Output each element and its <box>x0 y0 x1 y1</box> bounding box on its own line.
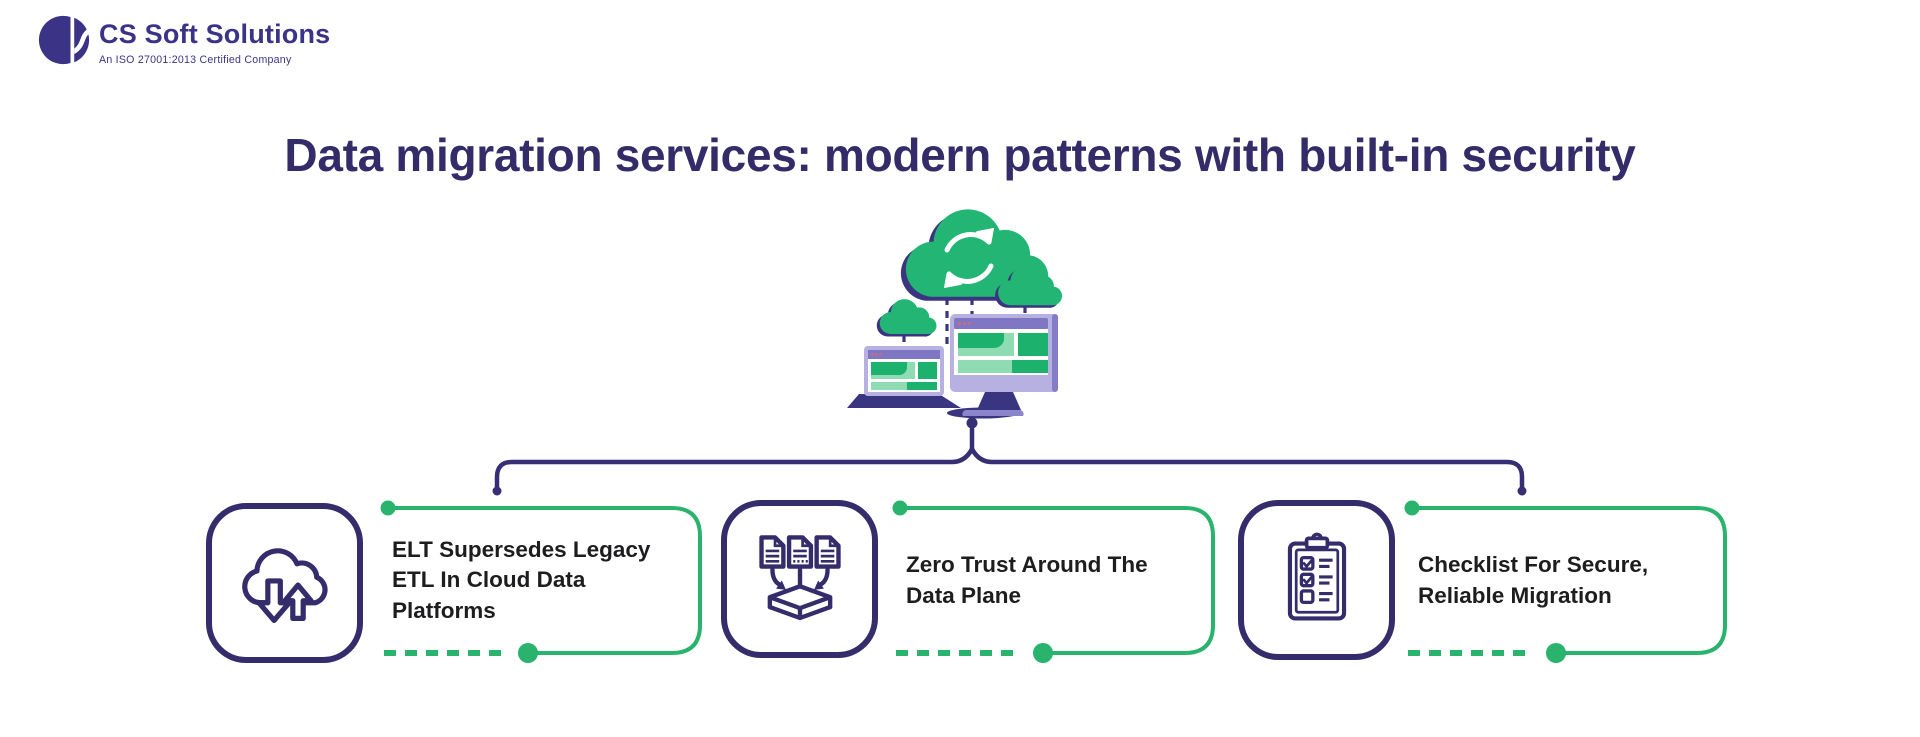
cs-logo-mark-icon <box>38 15 90 65</box>
checklist-clipboard-icon <box>1287 532 1346 621</box>
logo-text: CS Soft Solutions An ISO 27001:2013 Cert… <box>99 14 331 66</box>
cloud-upload-download-icon <box>241 548 328 624</box>
connector-right-endpoint-dot <box>1517 486 1527 496</box>
laptop-icon <box>847 346 961 408</box>
card-1-label: ELT Supersedes Legacy ETL In Cloud Data … <box>392 537 651 623</box>
card-3-icon-box <box>1238 500 1395 660</box>
card-2-label: Zero Trust Around The Data Plane <box>906 552 1148 608</box>
right-small-cloud-icon <box>998 265 1063 306</box>
card-1-icon-box <box>206 503 363 663</box>
left-small-cloud-icon <box>879 299 937 335</box>
page-title: Data migration services: modern patterns… <box>284 129 1636 181</box>
card-3-label: Checklist For Secure, Reliable Migration <box>1418 552 1649 608</box>
documents-to-platform-icon <box>758 535 841 621</box>
purple-branch-connector <box>494 426 1525 492</box>
company-tagline: An ISO 27001:2013 Certified Company <box>99 53 292 66</box>
company-name: CS Soft Solutions <box>99 19 331 49</box>
desktop-monitor-icon <box>947 314 1058 419</box>
cloud-sync-illustration <box>847 209 1063 419</box>
card-2-icon-box <box>721 500 878 658</box>
sync-arrows-icon <box>943 227 995 289</box>
company-logo: CS Soft Solutions An ISO 27001:2013 Cert… <box>38 14 330 66</box>
connector-left-endpoint-dot <box>492 486 502 496</box>
